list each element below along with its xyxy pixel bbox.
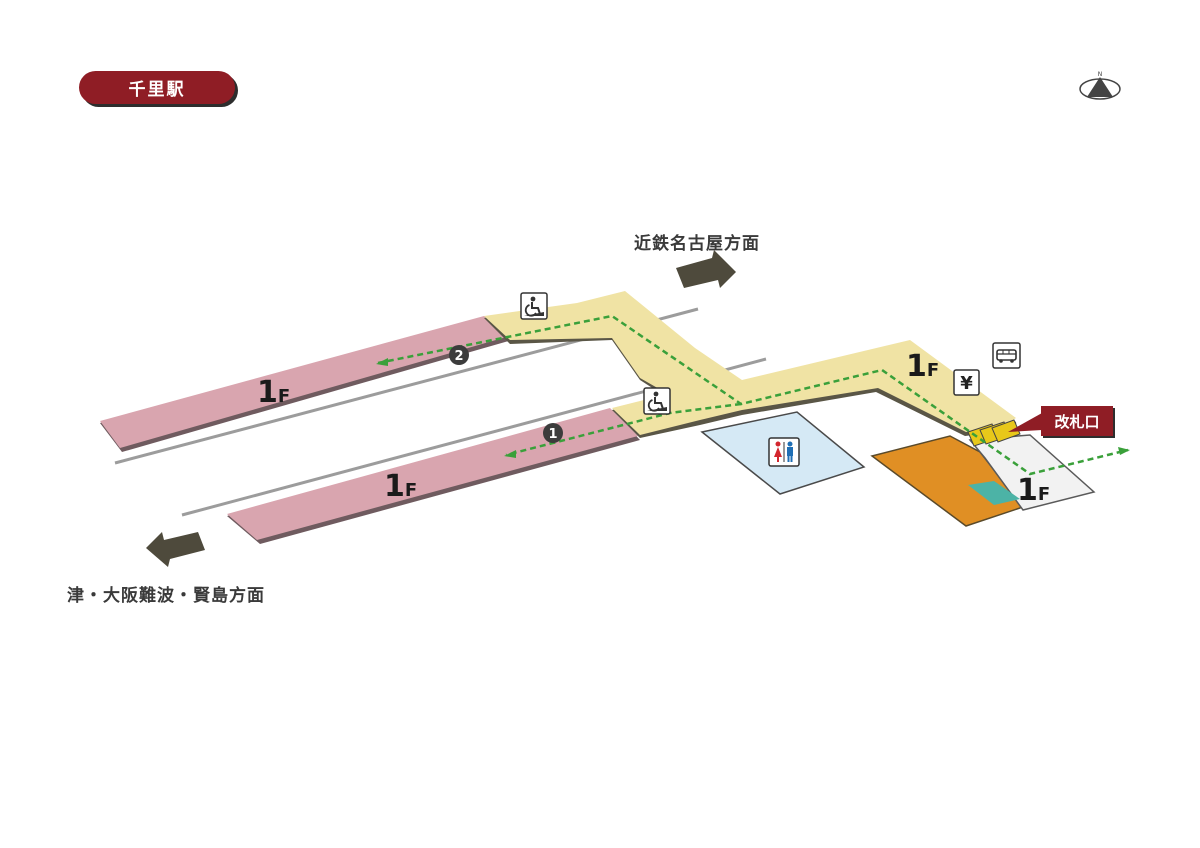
floor-label-platform-2: 1F	[257, 378, 290, 408]
arrow-northbound	[676, 250, 736, 288]
wheelchair-icon	[643, 387, 671, 415]
route-arrow-platform-2	[376, 358, 388, 366]
svg-text:2: 2	[454, 349, 463, 364]
platform-2-marker: 2	[449, 345, 469, 365]
floor-unit: F	[1037, 484, 1051, 505]
floor-number: 1	[906, 349, 927, 384]
floor-unit: F	[926, 360, 940, 381]
direction-north-label: 近鉄名古屋方面	[634, 234, 760, 254]
restroom-icon	[768, 437, 800, 467]
arrow-southbound	[146, 532, 205, 567]
platform-1-marker: 1	[543, 423, 563, 443]
station-name: 千里駅	[128, 80, 186, 100]
platform-2	[100, 316, 512, 452]
wheelchair-icon	[520, 292, 548, 320]
ticket-gate-text: 改札口	[1054, 412, 1100, 431]
yen-icon: ¥	[953, 369, 980, 396]
route-arrow-platform-1	[504, 450, 516, 458]
north-compass-icon: N	[1079, 71, 1121, 100]
ticket-gate	[967, 419, 1021, 447]
floor-label-platform-1: 1F	[384, 472, 417, 502]
platform-1	[227, 408, 640, 544]
floor-label-concourse: 1F	[906, 352, 939, 382]
station-name-badge: 千里駅	[79, 71, 235, 104]
bus-icon	[992, 342, 1021, 369]
svg-text:1: 1	[548, 427, 557, 442]
floor-number: 1	[1017, 473, 1038, 508]
floor-unit: F	[277, 386, 291, 407]
gate-callout-pointer	[1008, 413, 1042, 432]
direction-south-label: 津・大阪難波・賢島方面	[67, 586, 265, 606]
svg-text:N: N	[1098, 71, 1103, 78]
floor-label-exit: 1F	[1017, 476, 1050, 506]
floor-number: 1	[257, 375, 278, 410]
floor-number: 1	[384, 469, 405, 504]
route-arrow-end	[1118, 447, 1130, 455]
floor-unit: F	[404, 480, 418, 501]
ticket-gate-label: 改札口	[1041, 406, 1113, 436]
svg-text:¥: ¥	[960, 373, 973, 394]
concourse-walkway	[484, 291, 1018, 440]
stair-block	[968, 481, 1020, 505]
